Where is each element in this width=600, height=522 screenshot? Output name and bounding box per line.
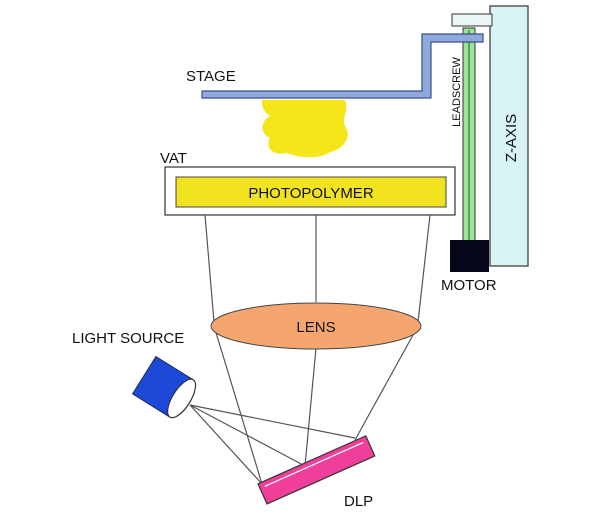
lens-label: LENS: [296, 319, 335, 336]
dlp-chip: [257, 435, 376, 505]
beam-light-3: [189, 404, 356, 439]
beam-lens-right: [354, 325, 419, 441]
vat-label: VAT: [160, 150, 187, 167]
printed-object: [262, 100, 348, 158]
dlp-body: [257, 435, 376, 505]
z-axis-label: Z-AXIS: [503, 114, 520, 162]
photopolymer-label: PHOTOPOLYMER: [248, 185, 373, 202]
light-source: [131, 355, 197, 419]
stage-arm: [201, 33, 484, 99]
z-axis-column: [489, 5, 529, 267]
beam-vat-right: [417, 214, 431, 323]
beam-light-2: [189, 404, 306, 467]
z-axis-top-cap: [451, 13, 493, 27]
dlp-surface: [264, 441, 364, 487]
beam-light-1: [189, 404, 263, 485]
motor: [450, 240, 489, 272]
dlp-label: DLP: [344, 493, 373, 510]
motor-label: MOTOR: [441, 277, 497, 294]
lens: [210, 302, 422, 350]
photopolymer-bar: [175, 176, 447, 208]
light-source-aperture: [167, 378, 197, 419]
light-source-label: LIGHT SOURCE: [72, 330, 184, 347]
beam-vat-left: [204, 214, 215, 323]
leadscrew-label: LEADSCREW: [451, 57, 463, 127]
beam-lens-center: [304, 347, 317, 467]
beam-lens-left: [213, 325, 263, 485]
stage-label: STAGE: [186, 68, 236, 85]
